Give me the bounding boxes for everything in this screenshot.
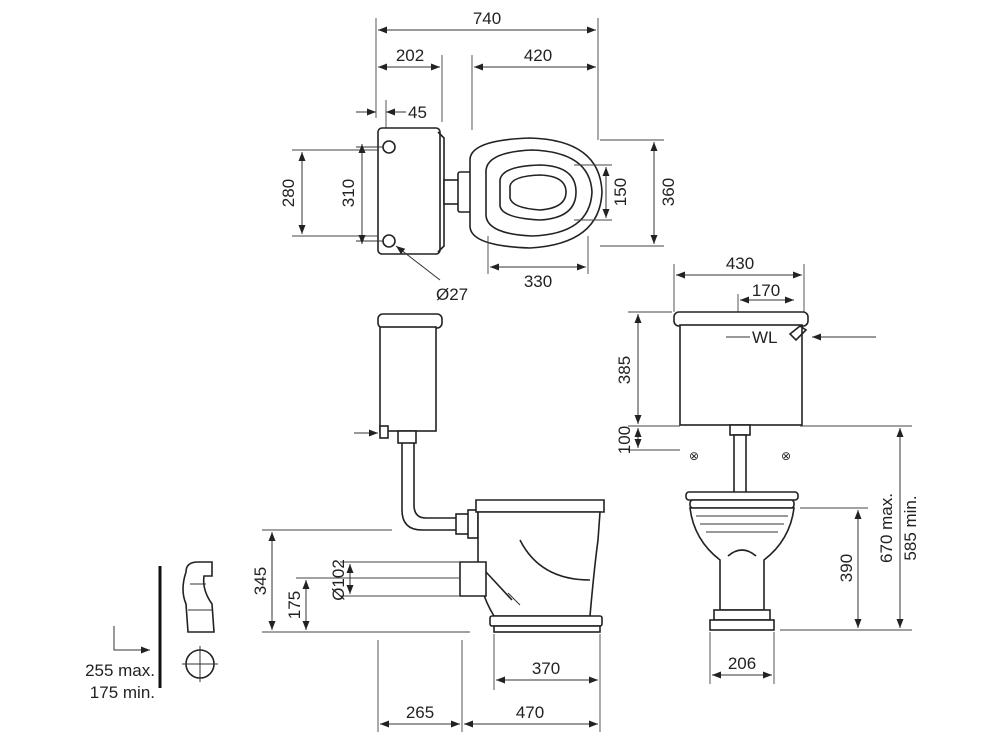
front-view: 430 170 WL ⊗ ⊗ 385 100 — [615, 254, 920, 684]
fixing-mark-left: ⊗ — [689, 449, 699, 463]
top-view: 740 202 420 45 280 310 — [279, 9, 678, 304]
dim-label-345: 345 — [251, 567, 270, 595]
dim-label-420: 420 — [524, 46, 552, 65]
dim-label-390: 390 — [837, 554, 856, 582]
dim-label-100: 100 — [615, 426, 634, 454]
dim-label-385: 385 — [615, 356, 634, 384]
dim-label-330: 330 — [524, 272, 552, 291]
pipe-detail: 255 max. 175 min. — [85, 561, 218, 702]
pan-top — [469, 137, 603, 249]
dim-label-45: 45 — [408, 103, 427, 122]
cistern-top — [377, 127, 441, 255]
dim-label-202: 202 — [396, 46, 424, 65]
dim-label-265: 265 — [406, 703, 434, 722]
flush-pipe-side — [401, 443, 462, 531]
dim-label-470: 470 — [516, 703, 544, 722]
fixing-mark-right: ⊗ — [781, 449, 791, 463]
cistern-side-lid — [377, 313, 443, 329]
dim-label-360: 360 — [659, 178, 678, 206]
dim-label-hole-diameter: Ø27 — [436, 285, 468, 304]
dim-label-430: 430 — [726, 254, 754, 273]
seat-front — [685, 491, 799, 501]
water-level-label: WL — [752, 328, 778, 347]
dim-label-outlet-diameter: Ø102 — [329, 559, 348, 601]
dim-label-670-max: 670 max. — [877, 493, 896, 563]
dim-label-170: 170 — [752, 281, 780, 300]
dim-label-206: 206 — [728, 654, 756, 673]
pan-outlet — [459, 561, 487, 597]
cistern-front-body — [679, 324, 803, 426]
dim-label-175: 175 — [285, 591, 304, 619]
pan-connector — [182, 561, 215, 633]
dim-label-pipe-min: 175 min. — [90, 683, 155, 702]
dim-label-150: 150 — [611, 178, 630, 206]
side-view: 345 175 Ø102 370 265 470 — [251, 313, 605, 732]
seat-side — [475, 499, 605, 513]
dim-label-pipe-max: 255 max. — [85, 661, 155, 680]
dim-label-370: 370 — [532, 659, 560, 678]
dim-label-310: 310 — [339, 179, 358, 207]
dim-label-280: 280 — [279, 179, 298, 207]
cistern-front-lid — [673, 311, 809, 327]
dim-label-585-min: 585 min. — [901, 495, 920, 560]
dim-label-740: 740 — [473, 9, 501, 28]
cistern-side-body — [379, 326, 437, 432]
pan-front — [689, 507, 795, 611]
